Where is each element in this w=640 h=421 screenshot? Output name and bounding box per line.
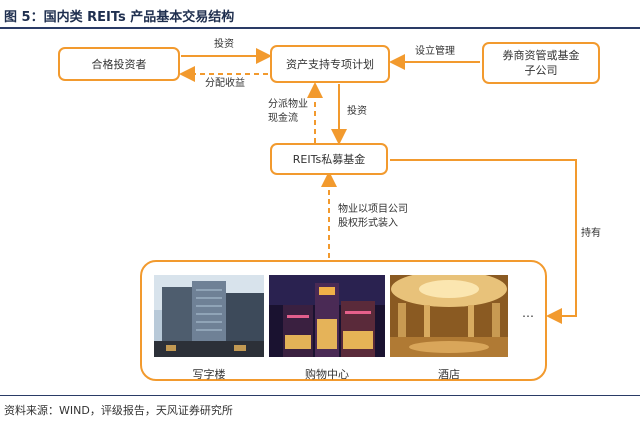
label-cashflow: 分派物业 现金流: [268, 99, 308, 124]
investor-node: 合格投资者: [58, 47, 180, 81]
office-building-photo: [154, 275, 264, 357]
plan-node: 资产支持专项计划: [270, 45, 390, 83]
arrow-hold: [390, 159, 577, 324]
label-distribute: 分配收益: [205, 78, 245, 89]
fund-node: REITs私募基金: [270, 143, 388, 175]
label-setup: 设立管理: [415, 46, 455, 57]
asset-label-office: 写字楼: [192, 368, 226, 381]
asset-label-hotel: 酒店: [438, 368, 460, 381]
label-equity: 物业以项目公司 股权形式装入: [338, 204, 408, 229]
label-invest-top: 投资: [214, 39, 234, 50]
top-rule: [0, 27, 640, 29]
hotel-lobby-photo: [390, 275, 508, 357]
figure-title: 图 5：国内类 REITs 产品基本交易结构: [4, 10, 235, 25]
bottom-rule: [0, 395, 640, 396]
asset-label-mall: 购物中心: [305, 368, 349, 381]
label-invest-mid: 投资: [347, 106, 367, 117]
more-assets-ellipsis: …: [522, 306, 534, 320]
label-hold: 持有: [581, 228, 601, 239]
manager-node: 券商资管或基金子公司: [482, 42, 600, 84]
shopping-mall-photo: [269, 275, 385, 357]
source-note: 资料来源：WIND，评级报告，天风证券研究所: [4, 404, 233, 417]
